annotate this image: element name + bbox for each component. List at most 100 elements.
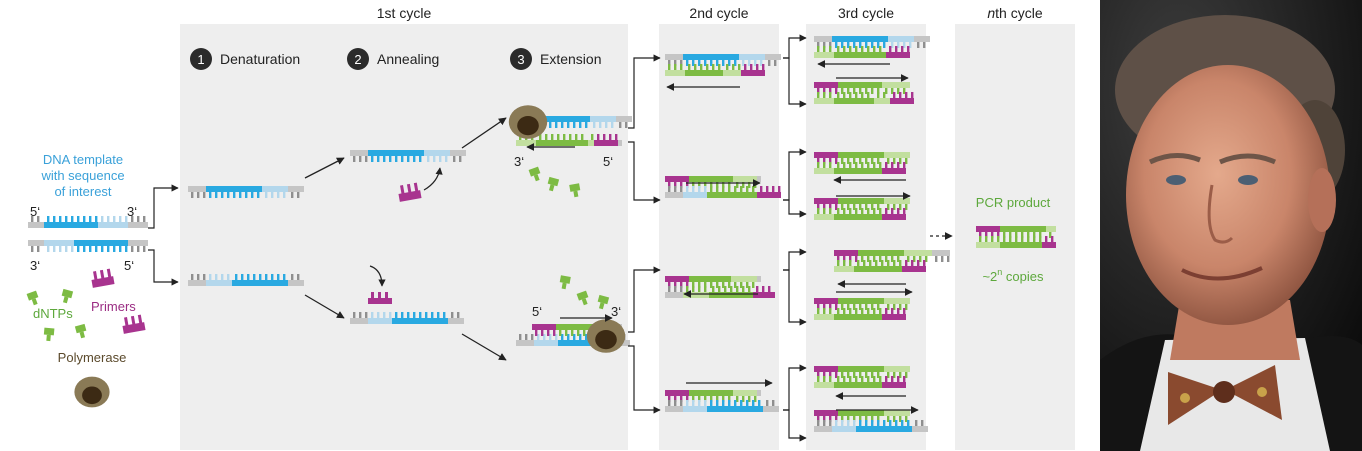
- cycle2-pair-3-bottom: [709, 292, 753, 298]
- primer-tooth: [137, 314, 143, 325]
- base-tooth: [137, 216, 140, 222]
- base-tooth: [871, 42, 874, 48]
- base-tooth: [736, 286, 739, 292]
- base-tooth: [837, 92, 840, 98]
- base-tooth: [537, 334, 540, 340]
- base-tooth: [107, 246, 110, 252]
- base-tooth: [877, 42, 880, 48]
- base-tooth: [817, 208, 820, 214]
- base-tooth: [893, 304, 896, 310]
- base-tooth: [829, 304, 832, 310]
- base-tooth: [710, 400, 713, 406]
- base-tooth: [227, 274, 230, 280]
- base-tooth: [297, 274, 300, 280]
- denatured-strand-bottom: [232, 280, 288, 286]
- base-tooth: [891, 42, 894, 48]
- dntp-icon: [559, 275, 571, 284]
- denatured-strand-top: [262, 186, 288, 192]
- base-tooth: [843, 92, 846, 98]
- dntp-icon: [74, 323, 87, 334]
- base-tooth: [728, 282, 731, 288]
- base-tooth: [377, 312, 380, 318]
- base-tooth: [837, 46, 840, 52]
- dntp-icon: [597, 294, 610, 305]
- base-tooth: [239, 192, 242, 198]
- base-tooth: [873, 376, 876, 382]
- base-tooth: [710, 282, 713, 288]
- base-tooth: [674, 64, 677, 70]
- base-tooth: [53, 216, 56, 222]
- base-tooth: [885, 308, 888, 314]
- base-tooth: [686, 60, 689, 66]
- cycle3-pair-5-top: [932, 250, 950, 256]
- base-tooth: [823, 376, 826, 382]
- base-tooth: [778, 186, 781, 192]
- denatured-strand-bottom: [206, 280, 232, 286]
- base-tooth: [905, 416, 908, 422]
- base-tooth: [555, 122, 558, 128]
- cycle2-pair-2-bottom: [665, 192, 683, 198]
- base-tooth: [383, 156, 386, 162]
- base-tooth: [593, 122, 596, 128]
- base-tooth: [873, 208, 876, 214]
- base-tooth: [59, 246, 62, 252]
- branch-arrow: [783, 409, 807, 442]
- base-tooth: [1009, 236, 1012, 242]
- base-tooth: [901, 420, 904, 426]
- base-tooth: [817, 92, 820, 98]
- cycle3-pair-4-top: [838, 198, 884, 204]
- bound-primer: [368, 298, 392, 304]
- annealing-strand-top: [450, 150, 466, 156]
- base-tooth: [841, 158, 844, 164]
- base-tooth: [823, 416, 826, 422]
- base-tooth: [760, 186, 763, 192]
- base-tooth: [668, 282, 671, 288]
- base-tooth: [863, 260, 866, 266]
- base-tooth: [849, 376, 852, 382]
- base-tooth: [125, 216, 128, 222]
- cycle3-pair-1-bottom: [814, 52, 834, 58]
- base-tooth: [853, 88, 856, 94]
- base-tooth: [843, 260, 846, 266]
- base-tooth: [241, 274, 244, 280]
- base-tooth: [716, 186, 719, 192]
- base-tooth: [817, 416, 820, 422]
- header-cycle3: 3rd cycle: [838, 5, 894, 21]
- base-tooth: [847, 204, 850, 210]
- cycle3-pair-5-bottom: [854, 266, 902, 272]
- base-tooth: [371, 156, 374, 162]
- base-tooth: [817, 162, 820, 168]
- base-tooth: [907, 256, 910, 262]
- base-tooth: [849, 308, 852, 314]
- pcr-product-top: [1046, 226, 1056, 232]
- base-tooth: [1033, 236, 1036, 242]
- dntp-stem: [573, 190, 579, 198]
- branch-arrow: [628, 266, 661, 333]
- base-tooth: [829, 92, 832, 98]
- base-tooth: [817, 204, 820, 210]
- base-tooth: [748, 182, 751, 188]
- base-tooth: [107, 216, 110, 222]
- base-tooth: [603, 134, 606, 140]
- cycle3-pair-5-bottom: [902, 266, 926, 272]
- base-tooth: [861, 162, 864, 168]
- cycle3-pair-2-bottom: [890, 98, 914, 104]
- dntp-stem: [46, 334, 51, 342]
- base-tooth: [835, 416, 838, 422]
- base-tooth: [704, 286, 707, 292]
- base-tooth: [879, 256, 882, 262]
- base-tooth: [837, 376, 840, 382]
- base-tooth: [873, 162, 876, 168]
- base-tooth: [680, 286, 683, 292]
- cycle3-pair-4-top: [884, 198, 910, 204]
- base-tooth: [680, 282, 683, 288]
- base-tooth: [611, 122, 614, 128]
- step-label: Denaturation: [220, 51, 300, 67]
- annealing-strand-top: [350, 150, 368, 156]
- cycle3-pair-2-bottom: [874, 98, 890, 104]
- base-tooth: [674, 182, 677, 188]
- base-tooth: [893, 92, 896, 98]
- dntp-icon: [547, 176, 560, 187]
- cycle3-pair-3-top: [838, 152, 884, 158]
- base-tooth: [843, 162, 846, 168]
